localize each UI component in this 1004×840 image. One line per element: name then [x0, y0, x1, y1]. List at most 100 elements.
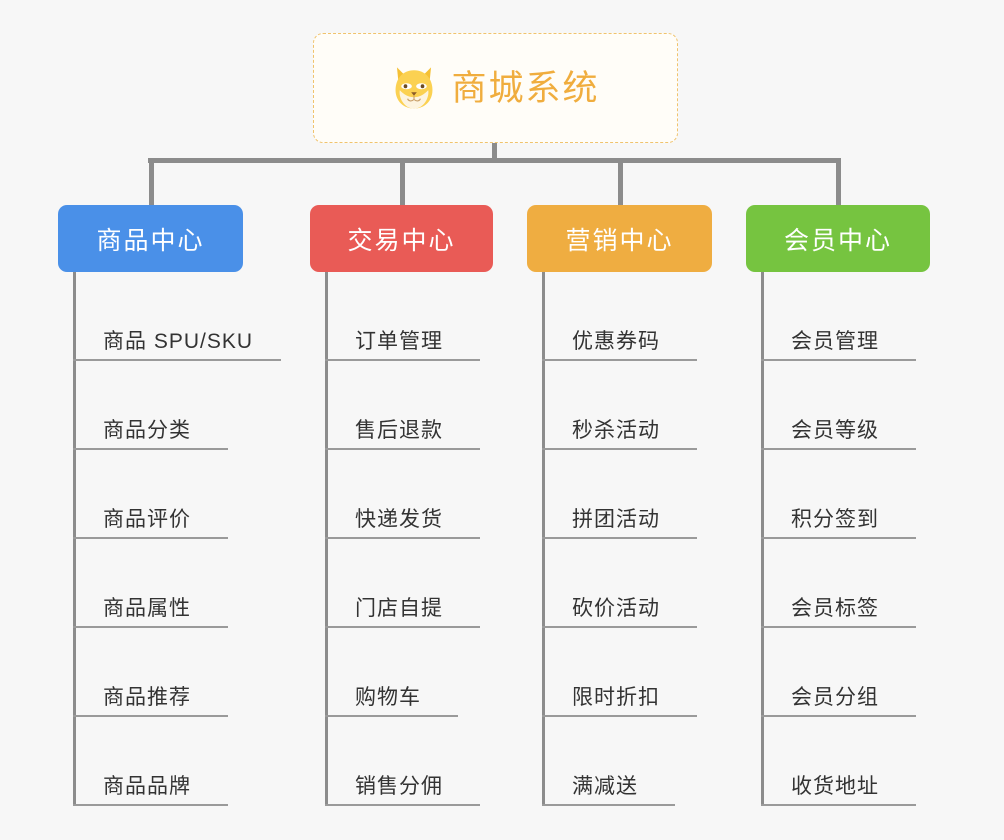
leaf-label: 限时折扣 [572, 686, 660, 709]
leaf-item[interactable]: 售后退款 [310, 361, 493, 450]
leaf-spine [325, 272, 328, 806]
connector-drop-2 [400, 158, 405, 206]
connector-drop-3 [618, 158, 623, 206]
leaf-label: 商品推荐 [103, 686, 191, 709]
category-header-label: 交易中心 [347, 226, 456, 255]
leaf-label: 会员标签 [791, 597, 879, 620]
column-trade-center: 交易中心 订单管理 售后退款 快递发货 门店自提 购物车 [310, 205, 493, 806]
leaf-underline [73, 715, 228, 717]
leaf-underline [761, 448, 916, 450]
root-node[interactable]: 商城系统 [313, 33, 678, 143]
leaf-item[interactable]: 积分签到 [746, 450, 930, 539]
leaf-item[interactable]: 会员分组 [746, 628, 930, 717]
leaf-label: 门店自提 [355, 597, 443, 620]
leaf-item[interactable]: 收货地址 [746, 717, 930, 806]
leaf-label: 商品分类 [103, 419, 191, 442]
leaf-item[interactable]: 商品分类 [58, 361, 243, 450]
leaf-item[interactable]: 砍价活动 [527, 539, 712, 628]
leaf-underline [542, 715, 697, 717]
leaf-spine [761, 272, 764, 806]
leaf-underline [325, 715, 458, 717]
leaf-underline [73, 537, 228, 539]
leaf-label: 售后退款 [355, 419, 443, 442]
leaf-label: 满减送 [572, 775, 638, 798]
leaf-item[interactable]: 商品评价 [58, 450, 243, 539]
category-header-label: 营销中心 [565, 226, 674, 255]
leaf-label: 收货地址 [791, 775, 879, 798]
leaf-item[interactable]: 秒杀活动 [527, 361, 712, 450]
category-header-trade-center[interactable]: 交易中心 [310, 205, 493, 272]
leaf-label: 购物车 [355, 686, 421, 709]
leaf-underline [761, 537, 916, 539]
leaf-list-member-center: 会员管理 会员等级 积分签到 会员标签 会员分组 收货地址 [746, 272, 930, 806]
leaf-item[interactable]: 商品品牌 [58, 717, 243, 806]
leaf-underline [542, 626, 697, 628]
leaf-label: 商品品牌 [103, 775, 191, 798]
leaf-label: 秒杀活动 [572, 419, 660, 442]
leaf-item[interactable]: 优惠券码 [527, 272, 712, 361]
leaf-underline [761, 359, 916, 361]
leaf-label: 积分签到 [791, 508, 879, 531]
connector-drop-1 [149, 158, 154, 206]
root-title: 商城系统 [451, 68, 600, 108]
leaf-label: 快递发货 [355, 508, 443, 531]
leaf-spine [542, 272, 545, 806]
leaf-underline [73, 626, 228, 628]
leaf-underline [73, 804, 228, 806]
leaf-label: 优惠券码 [572, 330, 660, 353]
leaf-item[interactable]: 订单管理 [310, 272, 493, 361]
leaf-list-product-center: 商品 SPU/SKU 商品分类 商品评价 商品属性 商品推荐 商品品牌 [58, 272, 281, 806]
leaf-underline [73, 359, 281, 361]
column-marketing-center: 营销中心 优惠券码 秒杀活动 拼团活动 砍价活动 限时折扣 [527, 205, 712, 806]
shiba-dog-icon [396, 67, 433, 109]
leaf-underline [325, 359, 480, 361]
leaf-item[interactable]: 商品属性 [58, 539, 243, 628]
leaf-underline [325, 626, 480, 628]
category-header-marketing-center[interactable]: 营销中心 [527, 205, 712, 272]
leaf-underline [542, 537, 697, 539]
column-member-center: 会员中心 会员管理 会员等级 积分签到 会员标签 会员分组 [746, 205, 930, 806]
leaf-label: 会员分组 [791, 686, 879, 709]
connector-horizontal-bus [148, 158, 837, 163]
leaf-underline [542, 804, 675, 806]
leaf-item[interactable]: 商品推荐 [58, 628, 243, 717]
leaf-item[interactable]: 快递发货 [310, 450, 493, 539]
category-header-product-center[interactable]: 商品中心 [58, 205, 243, 272]
leaf-item[interactable]: 门店自提 [310, 539, 493, 628]
leaf-label: 会员管理 [791, 330, 879, 353]
leaf-label: 商品评价 [103, 508, 191, 531]
leaf-label: 订单管理 [355, 330, 443, 353]
column-product-center: 商品中心 商品 SPU/SKU 商品分类 商品评价 商品属性 商品推荐 [58, 205, 281, 806]
category-header-member-center[interactable]: 会员中心 [746, 205, 930, 272]
leaf-underline [542, 448, 697, 450]
leaf-label: 商品属性 [103, 597, 191, 620]
leaf-underline [73, 448, 228, 450]
leaf-underline [761, 804, 916, 806]
leaf-item[interactable]: 购物车 [310, 628, 493, 717]
leaf-underline [325, 804, 480, 806]
leaf-label: 砍价活动 [572, 597, 660, 620]
connector-drop-4 [836, 158, 841, 206]
leaf-item[interactable]: 会员标签 [746, 539, 930, 628]
leaf-underline [325, 448, 480, 450]
leaf-item[interactable]: 满减送 [527, 717, 712, 806]
leaf-label: 商品 SPU/SKU [103, 330, 254, 353]
leaf-label: 会员等级 [791, 419, 879, 442]
leaf-spine [73, 272, 76, 806]
leaf-label: 销售分佣 [355, 775, 443, 798]
leaf-list-trade-center: 订单管理 售后退款 快递发货 门店自提 购物车 销售分佣 [310, 272, 493, 806]
leaf-item[interactable]: 销售分佣 [310, 717, 493, 806]
leaf-underline [325, 537, 480, 539]
leaf-item[interactable]: 会员管理 [746, 272, 930, 361]
leaf-underline [761, 715, 916, 717]
leaf-item[interactable]: 商品 SPU/SKU [58, 272, 281, 361]
leaf-item[interactable]: 会员等级 [746, 361, 930, 450]
leaf-item[interactable]: 拼团活动 [527, 450, 712, 539]
category-header-label: 会员中心 [783, 226, 892, 255]
leaf-label: 拼团活动 [572, 508, 660, 531]
leaf-list-marketing-center: 优惠券码 秒杀活动 拼团活动 砍价活动 限时折扣 满减送 [527, 272, 712, 806]
category-header-label: 商品中心 [96, 226, 205, 255]
connector-root-stem [492, 143, 497, 162]
leaf-item[interactable]: 限时折扣 [527, 628, 712, 717]
